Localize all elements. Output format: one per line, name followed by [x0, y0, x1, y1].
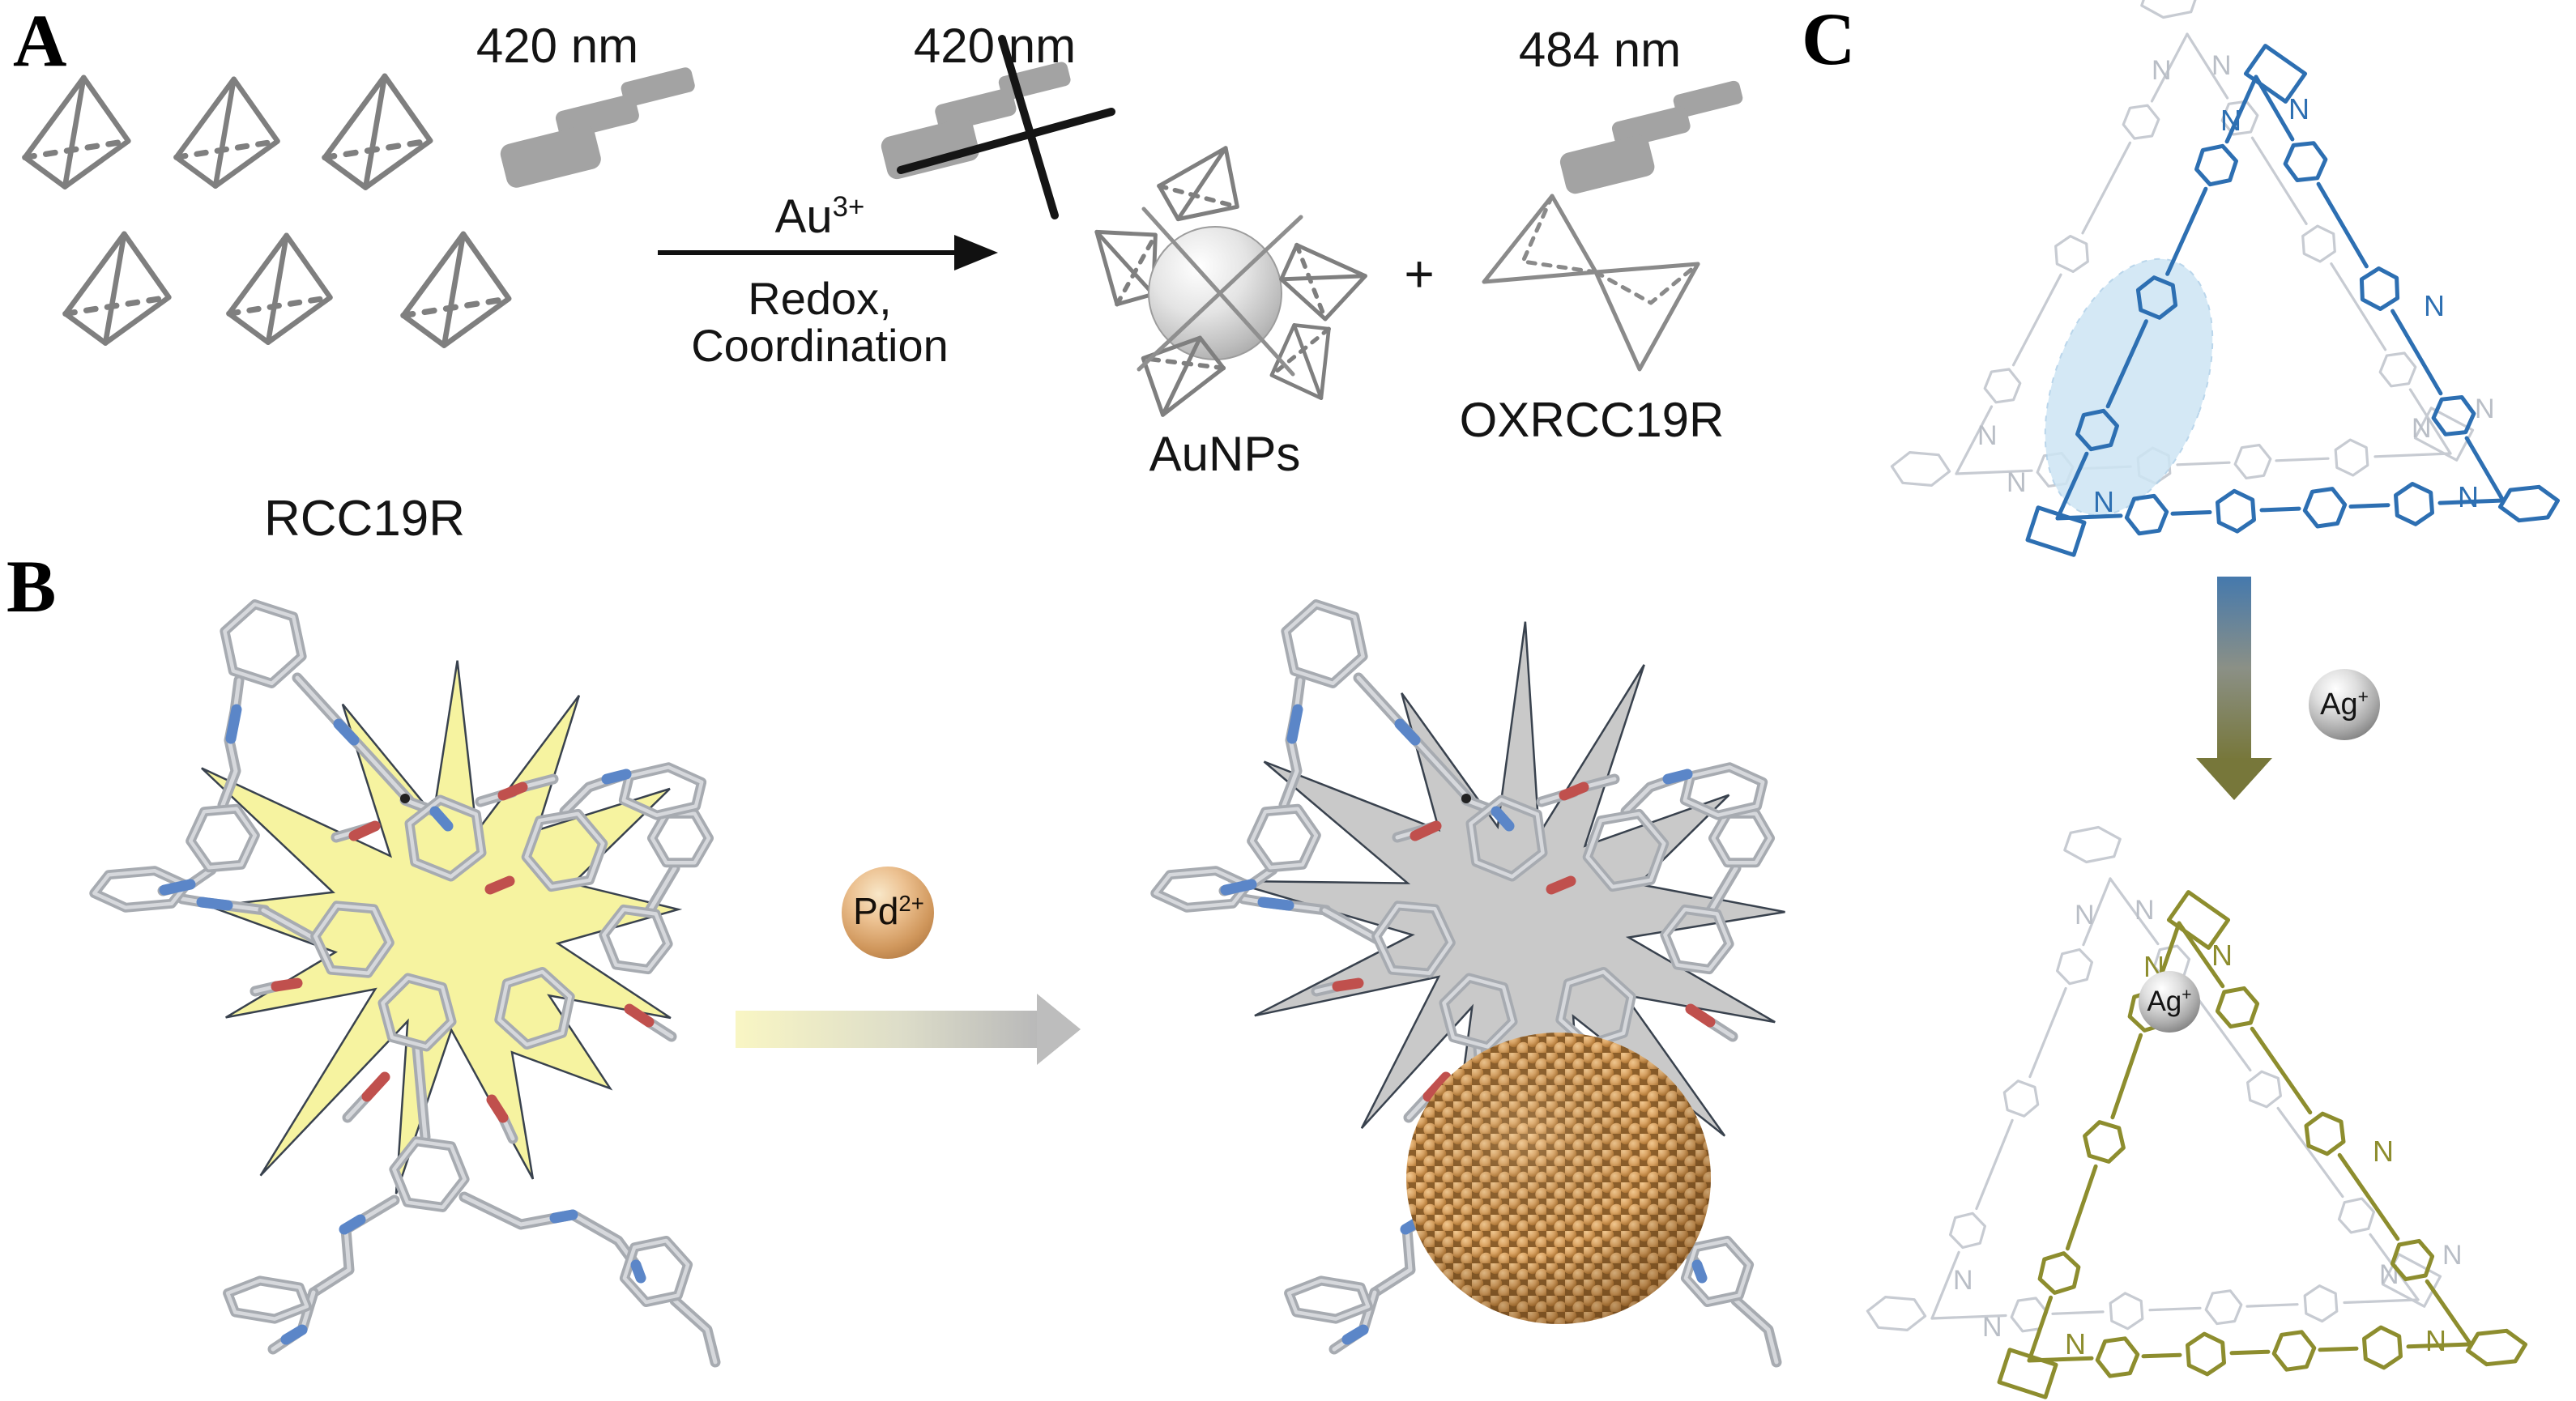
- condition-line-2: Coordination: [691, 320, 949, 371]
- oxidized-cage-label: OXRCC19R: [1459, 393, 1725, 447]
- highlight-ellipse: [2044, 258, 2214, 517]
- nitrogen-atom-label: N: [2135, 895, 2155, 926]
- nitrogen-atom-label: N: [2379, 1259, 2399, 1290]
- nitrogen-atom-label: N: [2007, 467, 2027, 498]
- tetrahedron-icon: [403, 234, 509, 346]
- pd-ion-sphere: [842, 867, 934, 959]
- ag-superscript: +: [2357, 686, 2369, 708]
- reagent-base: Au: [774, 190, 833, 244]
- lightning-bolt-icon: [498, 66, 697, 190]
- cross-out-icon: [897, 35, 1115, 219]
- panel-b-artwork: [89, 599, 1785, 1368]
- nitrogen-atom-label: N: [2288, 92, 2309, 126]
- wavelength-label-emission: 484 nm: [1518, 23, 1682, 77]
- nitrogen-atom-label: N: [2093, 485, 2114, 518]
- starburst-yellow: [201, 660, 683, 1194]
- tetrahedron-icon: [177, 79, 278, 186]
- condition-line-1: Redox,: [748, 273, 892, 324]
- nitrogen-atom-label: N: [2458, 480, 2479, 513]
- nitrogen-atom-label: N: [1982, 1312, 2002, 1343]
- nitrogen-atom-label: N: [2373, 1135, 2394, 1168]
- reagent-superscript: 3+: [832, 190, 865, 223]
- nitrogen-atom-label: N: [2442, 1240, 2463, 1271]
- ag-ion-label-free: Ag+: [2320, 688, 2369, 720]
- reagent-label: Au3+: [775, 190, 865, 241]
- wavelength-label-blocked: 420 nm: [913, 19, 1077, 73]
- nitrogen-atom-label: N: [2424, 289, 2445, 322]
- ag-ion-sphere: [2309, 669, 2380, 740]
- nitrogen-atom-label: N: [2211, 50, 2232, 81]
- ag-ion-label-bound: Ag+: [2147, 986, 2191, 1016]
- oxidized-cage-bowtie: [1482, 194, 1700, 372]
- tetrahedron-icon: [325, 76, 430, 188]
- nitrogen-atom-label: N: [2075, 900, 2095, 930]
- nitrogen-atom-label: N: [2475, 394, 2495, 424]
- tetrahedron-icon: [25, 78, 129, 187]
- lightning-bolt-icon: [1558, 79, 1744, 196]
- cage-molecule-right: [1150, 599, 1782, 1368]
- tetrahedron-icon: [229, 236, 331, 343]
- panel-c-label: C: [1802, 0, 1856, 80]
- reaction-arrow: [658, 235, 998, 270]
- panel-a-artwork: [25, 35, 1744, 428]
- aunp-cluster: [1069, 130, 1372, 428]
- aunps-label: AuNPs: [1149, 427, 1301, 481]
- cage-molecule-left: [89, 599, 721, 1368]
- nitrogen-atom-label: N: [2412, 413, 2432, 444]
- ag-base: Ag: [2320, 687, 2358, 722]
- nitrogen-atom-label: N: [2065, 1327, 2086, 1361]
- nitrogen-atom-label: N: [1977, 420, 1998, 451]
- pd-base: Pd: [853, 890, 899, 933]
- nitrogen-atom-label: N: [1953, 1265, 1973, 1296]
- pd-ion-label: Pd2+: [853, 892, 924, 930]
- nitrogen-atom-label: N: [2425, 1324, 2446, 1357]
- ag-base: Ag: [2147, 985, 2182, 1017]
- pd-superscript: 2+: [898, 890, 924, 916]
- ag-ion-sphere-bound: [2139, 971, 2200, 1033]
- nitrogen-atom-label: N: [2152, 55, 2172, 86]
- ag-superscript: +: [2181, 986, 2192, 1005]
- tetrahedron-icon: [66, 234, 169, 343]
- nitrogen-atom-label: N: [2220, 104, 2241, 137]
- tetrahedron-icon: [1275, 232, 1372, 326]
- plus-sign: +: [1404, 245, 1435, 303]
- panel-b-label: B: [6, 545, 57, 628]
- tetrahedron-icon: [1150, 130, 1257, 239]
- gradient-arrow-down: [2196, 577, 2272, 800]
- reactant-label: RCC19R: [263, 491, 466, 547]
- nitrogen-atom-label: N: [2211, 939, 2233, 972]
- wavelength-label-activation: 420 nm: [476, 19, 639, 73]
- panel-a-label: A: [13, 0, 67, 82]
- gradient-arrow-right: [736, 994, 1081, 1065]
